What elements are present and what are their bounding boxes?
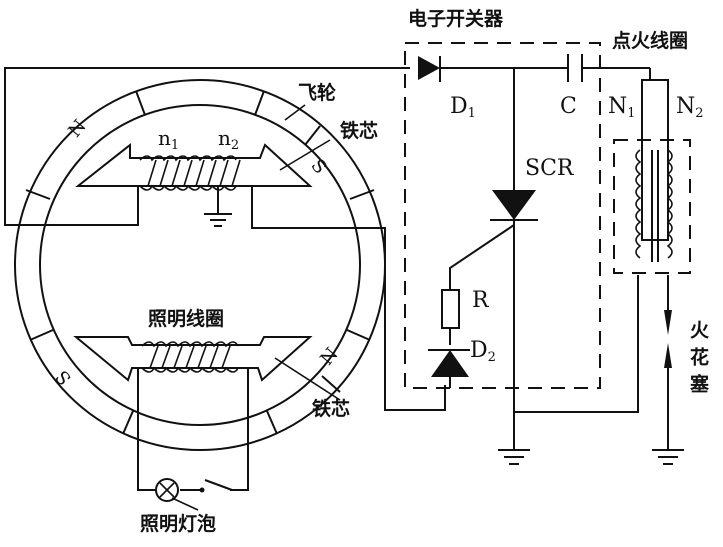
- ignition-coil: [635, 79, 673, 262]
- pointer-lines: [274, 104, 341, 401]
- electronic-switch-box: [404, 42, 601, 389]
- lighting-coil-label: 照明线圈: [148, 308, 225, 330]
- diode-d1: [418, 56, 441, 82]
- c-label: C: [560, 94, 577, 119]
- spark-plug-label: 火花塞: [687, 320, 709, 401]
- lighting-bulb-label: 照明灯泡: [140, 513, 217, 535]
- resistor-r: [441, 289, 460, 329]
- N1-label: N1: [608, 94, 636, 121]
- electronic-switch-label: 电子开关器: [408, 8, 504, 30]
- iron-core-top-label: 铁芯: [340, 120, 379, 142]
- iron-core-bottom-label: 铁芯: [312, 398, 351, 420]
- wires: [4, 67, 669, 491]
- coil-n1-label: n1: [158, 126, 180, 153]
- ground-symbols: [204, 213, 684, 465]
- N2-label: N2: [676, 94, 704, 121]
- scr: [490, 190, 538, 221]
- top-iron-core: [75, 142, 313, 191]
- spark-plug: [664, 310, 672, 368]
- lamp-icon: [155, 478, 205, 511]
- flywheel: [14, 79, 386, 451]
- d2-label: D2: [470, 338, 496, 365]
- bottom-iron-core: [73, 336, 313, 382]
- diode-d2: [428, 349, 470, 388]
- flywheel-inner-ring: [39, 104, 361, 426]
- coil-n2-label: n2: [218, 126, 240, 153]
- flywheel-label: 飞轮: [298, 82, 337, 104]
- ignition-coil-label: 点火线圈: [612, 30, 689, 52]
- flywheel-outer-ring: [14, 79, 386, 451]
- ignition-coil-box: [613, 139, 691, 274]
- d1-label: D1: [450, 94, 476, 121]
- magnet-dividers: [25, 90, 375, 435]
- r-label: R: [472, 288, 489, 313]
- capacitor-c: [567, 54, 583, 82]
- scr-label: SCR: [525, 156, 574, 181]
